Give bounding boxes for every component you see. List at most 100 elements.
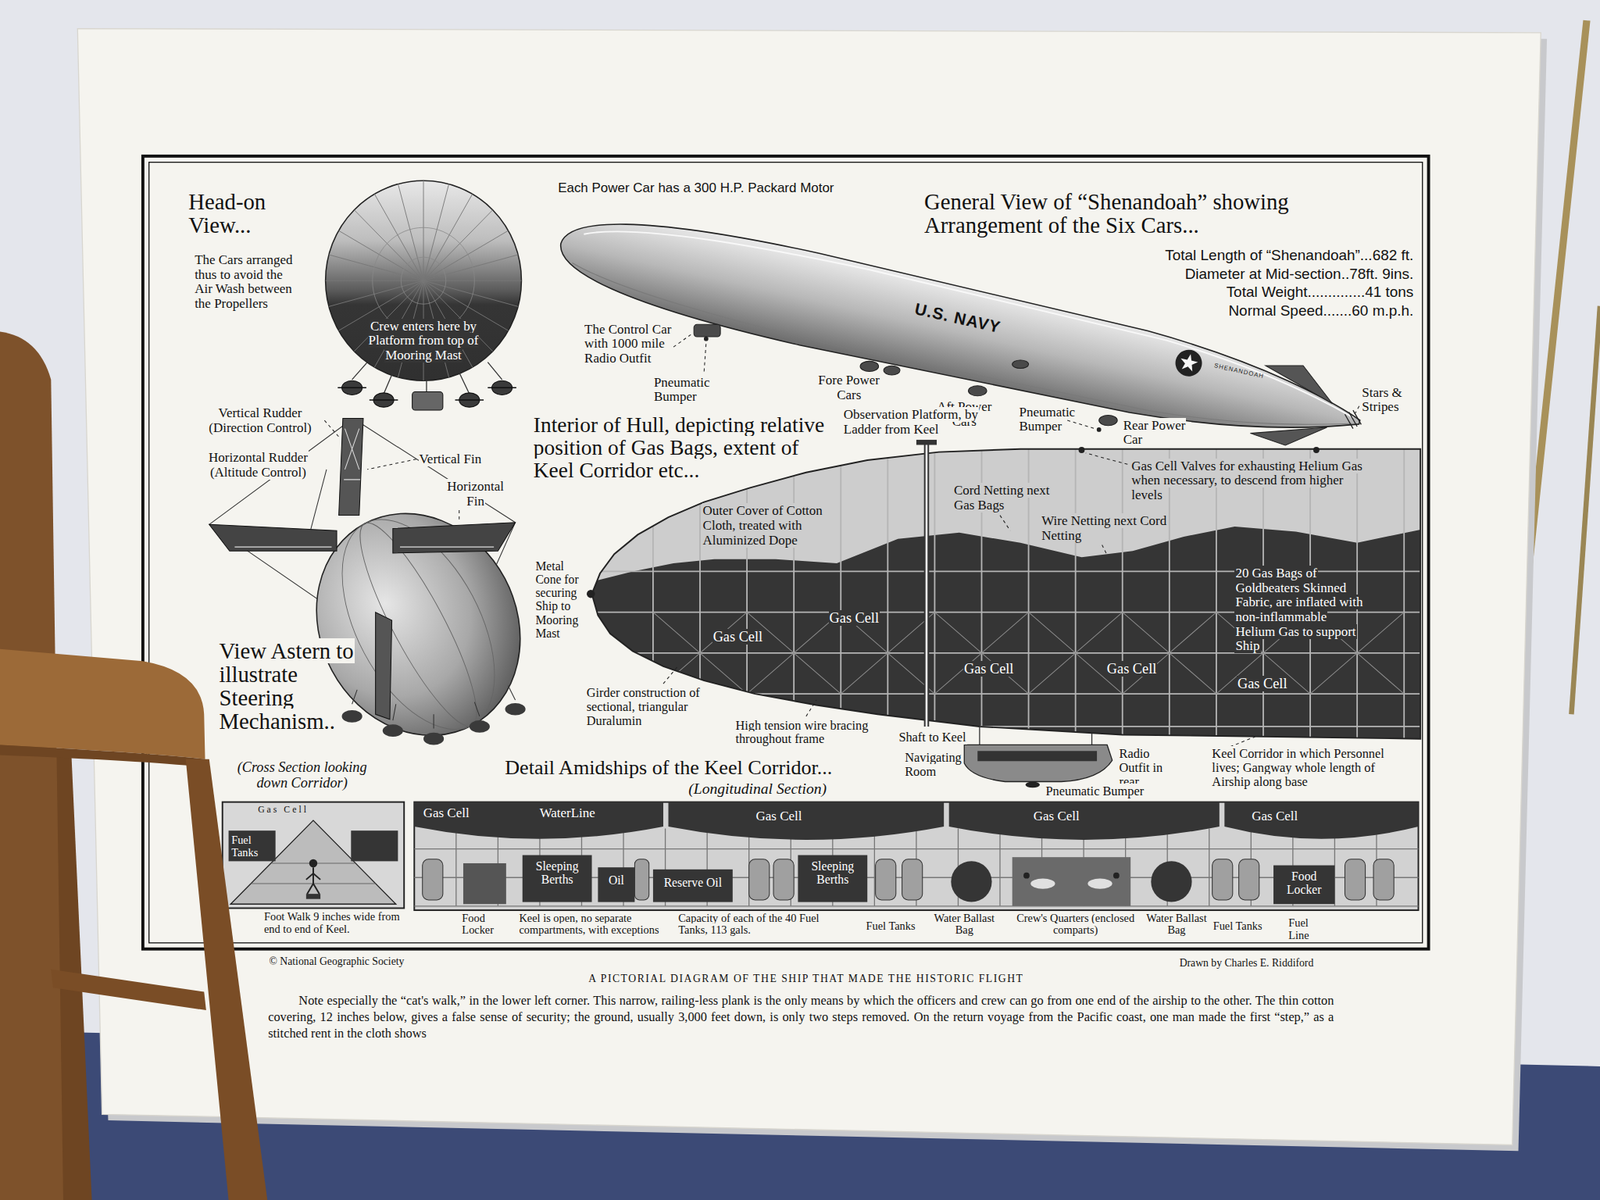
callout-label: Sleeping Berths: [535, 859, 580, 886]
diagram-title: A PICTORIAL DIAGRAM OF THE SHIP THAT MAD…: [587, 972, 1025, 985]
label-box: Keel Corridor in which Personnel lives; …: [1210, 746, 1385, 790]
keel-longitudinal-section: [1373, 859, 1394, 900]
callout-label: Pneumatic Bumper: [653, 375, 711, 405]
keel-longitudinal-section: [1012, 857, 1132, 907]
callout-label: Gas Cell: [1236, 675, 1288, 692]
hull-interior-cutaway: [925, 440, 929, 727]
label-box: Gas Cell: [1250, 809, 1322, 825]
label-box: © National Geographic Society: [268, 955, 514, 968]
callout-label: Oil: [607, 873, 625, 887]
label-box: Crew enters here by Platform from top of…: [353, 319, 493, 364]
keel-cross-section: [222, 802, 404, 909]
callout-label: Gas Cell: [755, 808, 804, 824]
callout-label: Cord Netting next Gas Bags: [953, 482, 1051, 513]
keel-longitudinal-section: [414, 802, 1418, 911]
keel-longitudinal-section: [1023, 872, 1030, 879]
callout-label: Water Ballast Bag: [933, 911, 996, 937]
diagram-frame: [142, 156, 1429, 950]
airship-head-on-view: [412, 392, 443, 411]
keel-longitudinal-section: [1212, 859, 1233, 900]
keel-longitudinal-section: [414, 802, 1418, 840]
chair: [0, 744, 206, 768]
keel-longitudinal-section: [597, 867, 635, 902]
leader-line: [1353, 406, 1360, 416]
leader-line: [458, 510, 460, 523]
airship-head-on-view: [325, 180, 522, 411]
label-box: Gas Cell: [1106, 660, 1178, 677]
callout-label: Horizontal Fin: [446, 478, 505, 509]
keel-cross-section: [306, 893, 321, 900]
airship-side-view: [1178, 352, 1200, 373]
label-box: Sleeping Berths: [802, 859, 864, 886]
callout-label: Reserve Oil: [663, 875, 723, 890]
airship-stern-view: [375, 612, 393, 720]
airship-stern-view: [343, 428, 361, 480]
callout-label: Stars & Stripes: [1360, 385, 1403, 415]
airship-head-on-view: [325, 180, 522, 381]
label-box: Radio Outfit in rear: [1118, 746, 1175, 790]
chair: [185, 759, 268, 1200]
callout-label: Gas Cell: [1106, 660, 1158, 677]
keel-longitudinal-section: [1239, 859, 1260, 900]
callout-label: Sleeping Berths: [810, 859, 855, 886]
label-box: Outer Cover of Cotton Cloth, treated wit…: [702, 503, 856, 548]
label-box: Pneumatic Bumper: [1044, 784, 1168, 799]
label-box: Cord Netting next Gas Bags: [953, 483, 1068, 513]
callout-label: Head-on View...: [187, 189, 267, 238]
leader-line: [806, 700, 817, 717]
label-box: Drawn by Charles E. Riddiford: [1112, 957, 1315, 969]
callout-label: Total Weight..............41 tons: [1225, 283, 1415, 300]
callout-label: Gas Cell: [257, 804, 310, 815]
keel-longitudinal-section: [1087, 878, 1112, 890]
hull-interior-cutaway: [979, 726, 1093, 746]
callout-label: Gas Cell Valves for exhausting Helium Ga…: [1130, 458, 1364, 503]
label-box: Gas Cell: [828, 610, 900, 626]
chair: [0, 649, 206, 760]
hull-interior-cutaway: [1025, 781, 1040, 788]
callout-label: The Control Car with 1000 mile Radio Out…: [583, 321, 672, 366]
label-box: Horizontal Rudder (Altitude Control): [189, 450, 327, 480]
callout-label: (Longitudinal Section): [687, 780, 828, 797]
label-box: Food Locker: [460, 912, 511, 938]
callout-label: Fuel Tanks: [230, 833, 259, 859]
airship-stern-view: [234, 546, 494, 547]
callout-label: Fuel Tanks: [865, 919, 917, 933]
label-box: Pneumatic Bumper: [653, 375, 733, 405]
airship-stern-view: [469, 720, 490, 733]
label-box: Gas Cell Valves for exhausting Helium Ga…: [1130, 459, 1368, 504]
label-box: Gas Cell: [712, 628, 784, 645]
diagram-frame: [142, 156, 1429, 950]
label-box: Oil: [602, 873, 632, 887]
label-box: Fuel Line: [1287, 917, 1329, 943]
keel-longitudinal-section: [414, 802, 1418, 911]
callout-label: Keel is open, no separate compartments, …: [518, 911, 661, 937]
keel-longitudinal-section: [1113, 872, 1120, 879]
airship-stern-view: [392, 522, 516, 554]
callout-label: Shaft to Keel: [897, 729, 967, 745]
keel-longitudinal-section: [456, 828, 1377, 907]
airship-stern-view: [352, 685, 516, 729]
label-box: Rear Power Car: [1122, 418, 1199, 448]
callout-label: Fuel Line: [1287, 916, 1310, 942]
keel-longitudinal-section: [875, 859, 897, 900]
label-box: Gas Cell: [963, 660, 1035, 677]
callout-label: The Cars arranged thus to avoid the Air …: [193, 252, 293, 311]
callout-label: Navigating Room: [903, 750, 963, 779]
label-box: Gas Cell: [257, 805, 350, 816]
label-box: Stars & Stripes: [1360, 385, 1415, 415]
keel-cross-section: [222, 802, 404, 909]
title-box: A PICTORIAL DIAGRAM OF THE SHIP THAT MAD…: [479, 972, 1133, 985]
leader-line: [673, 334, 691, 347]
label-box: Navigating Room: [903, 750, 964, 779]
leader-line: [703, 342, 707, 372]
keel-longitudinal-section: [653, 869, 733, 903]
callout-label: Foot Walk 9 inches wide from end to end …: [263, 910, 401, 936]
callout-label: Drawn by Charles E. Riddiford: [1178, 957, 1315, 969]
label-box: Keel is open, no separate compartments, …: [518, 912, 675, 938]
airship-side-view: [1260, 357, 1340, 404]
keel-longitudinal-section: [1150, 860, 1192, 902]
hull-interior-cutaway: [1313, 446, 1320, 454]
keel-longitudinal-section: [1344, 859, 1365, 900]
